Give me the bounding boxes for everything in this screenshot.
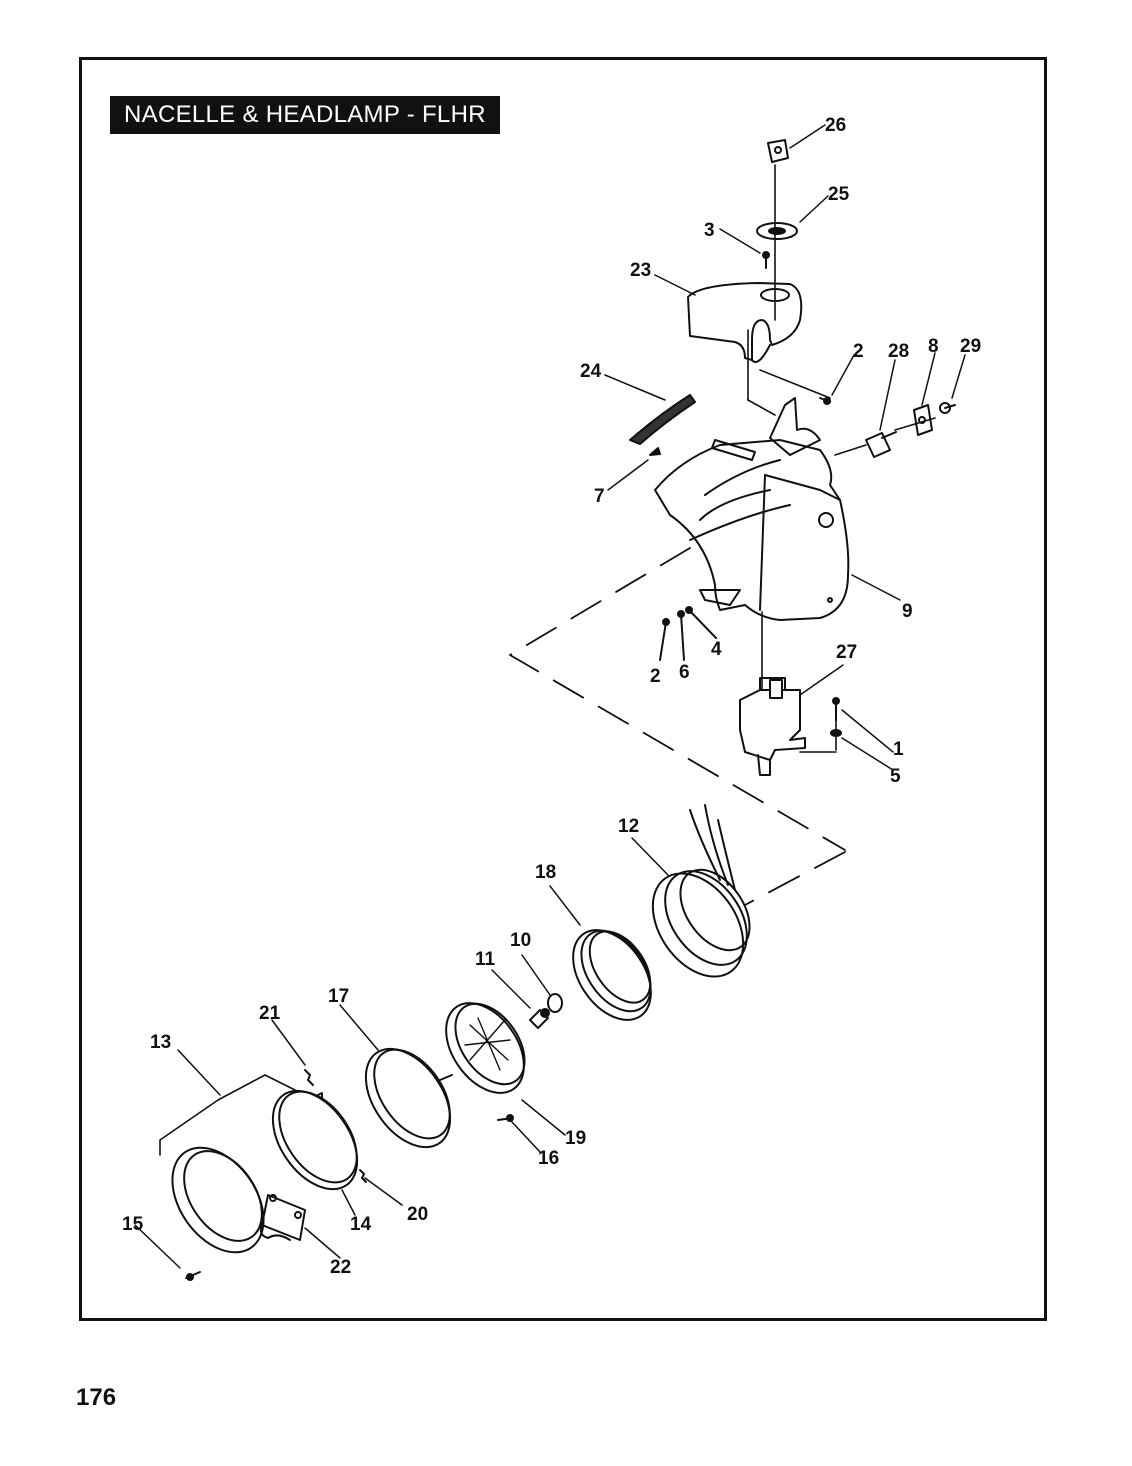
callout-23: 23 bbox=[630, 260, 651, 281]
part-23-upper-cover bbox=[687, 282, 803, 364]
callout-29: 29 bbox=[960, 336, 981, 357]
callout-20: 20 bbox=[407, 1204, 428, 1225]
diagram-title: NACELLE & HEADLAMP - FLHR bbox=[110, 96, 500, 134]
callout-25: 25 bbox=[828, 184, 850, 205]
callout-12: 12 bbox=[618, 816, 639, 837]
callout-8: 8 bbox=[928, 336, 939, 357]
part-26-key bbox=[767, 139, 789, 163]
part-13-trim-ring bbox=[159, 1074, 296, 1254]
part-18-ring bbox=[572, 929, 652, 1021]
callout-6: 6 bbox=[679, 662, 690, 683]
callout-17: 17 bbox=[328, 986, 349, 1007]
part-25-washer bbox=[756, 222, 798, 240]
callout-10: 10 bbox=[510, 930, 531, 951]
part-1-bolt bbox=[832, 697, 840, 721]
callout-24: 24 bbox=[580, 361, 602, 382]
callout-22: 22 bbox=[330, 1257, 351, 1278]
part-15-screw bbox=[185, 1271, 201, 1281]
assembly-dash-lines bbox=[509, 547, 846, 906]
part-19-lens bbox=[445, 1002, 526, 1094]
callout-13: 13 bbox=[150, 1032, 171, 1053]
callout-2-lower: 2 bbox=[650, 666, 661, 687]
callout-1: 1 bbox=[893, 739, 904, 760]
part-3-screw bbox=[762, 251, 770, 269]
part-2-screw-upper bbox=[819, 397, 831, 405]
callout-leaders bbox=[134, 124, 966, 1269]
part-27-bracket bbox=[739, 677, 806, 776]
part-7-clip bbox=[649, 447, 661, 456]
part-20-spring bbox=[359, 1169, 367, 1183]
callout-26: 26 bbox=[825, 115, 846, 136]
diagram-frame bbox=[79, 57, 1047, 1321]
callout-16: 16 bbox=[538, 1148, 559, 1169]
part-29-nut bbox=[939, 402, 956, 414]
callout-28: 28 bbox=[888, 341, 909, 362]
callout-19: 19 bbox=[565, 1128, 586, 1149]
part-22-plate bbox=[259, 1194, 306, 1241]
callout-27: 27 bbox=[836, 642, 857, 663]
leader-lines bbox=[747, 164, 936, 753]
callout-18: 18 bbox=[535, 862, 556, 883]
part-24-trim-strip bbox=[629, 394, 696, 445]
part-8-plate bbox=[913, 404, 933, 436]
page-number: 176 bbox=[76, 1384, 117, 1411]
callout-4: 4 bbox=[711, 639, 722, 660]
callout-2-upper: 2 bbox=[853, 341, 864, 362]
part-5-washer bbox=[830, 729, 842, 737]
callout-labels: 26 25 3 23 2 28 8 29 24 7 9 4 27 2 6 1 5… bbox=[122, 115, 981, 1278]
callout-14: 14 bbox=[350, 1214, 372, 1235]
part-17-mounting-ring bbox=[364, 1047, 453, 1149]
callout-5: 5 bbox=[890, 766, 901, 787]
part-10-bulb-socket bbox=[547, 993, 563, 1013]
callout-3: 3 bbox=[704, 220, 715, 241]
part-28-switch bbox=[865, 431, 897, 458]
callout-7: 7 bbox=[594, 486, 605, 507]
part-16-screw bbox=[497, 1114, 514, 1122]
part-9-nacelle bbox=[654, 397, 850, 621]
callout-9: 9 bbox=[902, 601, 913, 622]
callout-15: 15 bbox=[122, 1214, 144, 1235]
part-2-6-4-hardware bbox=[659, 606, 717, 661]
callout-21: 21 bbox=[259, 1003, 281, 1024]
part-12-headlamp bbox=[651, 804, 751, 978]
part-11-bulb bbox=[529, 1008, 550, 1029]
part-14-inner-ring bbox=[271, 1089, 359, 1191]
callout-11: 11 bbox=[475, 949, 496, 970]
part-21-spring bbox=[304, 1069, 323, 1099]
